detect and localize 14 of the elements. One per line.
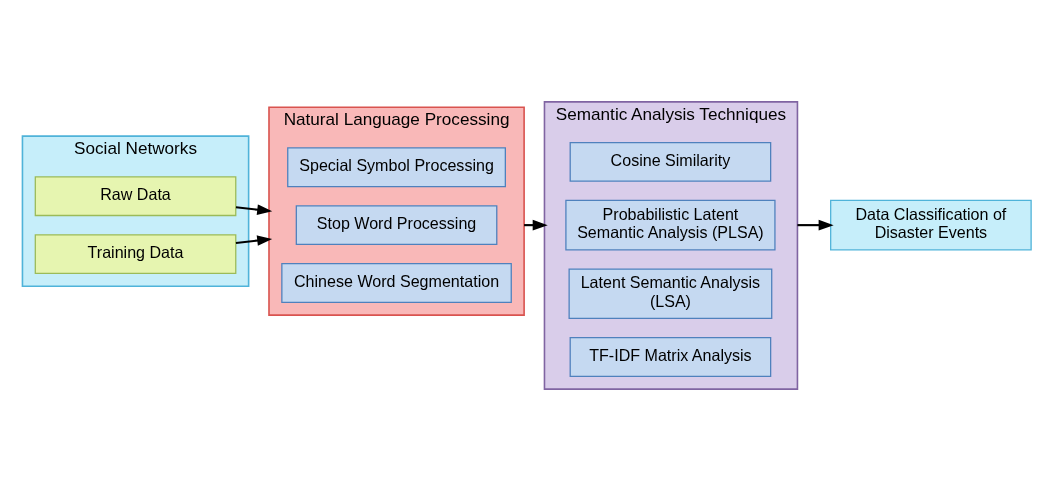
node-box: TF-IDF Matrix Analysis: [569, 337, 772, 377]
arrow: [524, 219, 548, 231]
arrow: [797, 219, 834, 231]
node-box: Cosine Similarity: [569, 141, 772, 182]
node-box: Stop Word Processing: [295, 205, 498, 246]
node-box: Special Symbol Processing: [287, 147, 506, 188]
node-box: Data Classification of Disaster Events: [830, 199, 1032, 251]
node-box: Probabilistic Latent Semantic Analysis (PLSA): [565, 199, 776, 251]
node-box: Chinese Word Segmentation: [281, 263, 512, 303]
node-box: Raw Data: [34, 176, 237, 217]
node-box: Latent Semantic Analysis (LSA): [568, 268, 773, 320]
arrow: [235, 204, 273, 215]
node-box: Training Data: [34, 234, 237, 274]
arrow: [235, 235, 273, 246]
